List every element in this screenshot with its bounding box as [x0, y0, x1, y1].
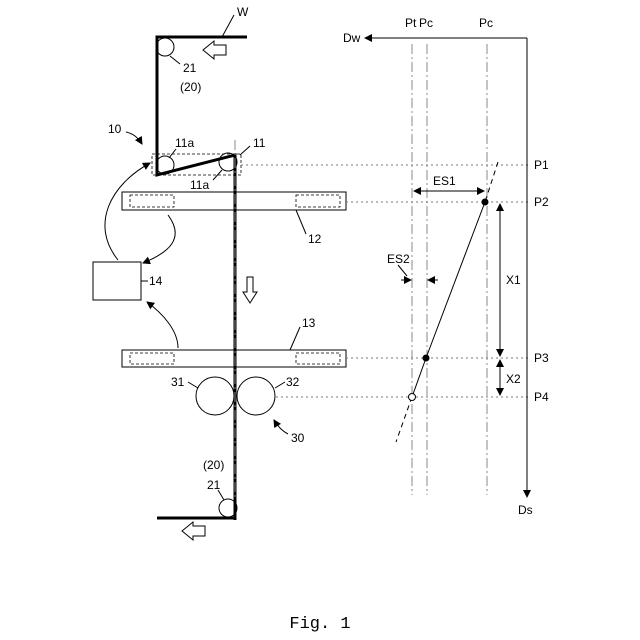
trajectory-ext-p3p4 [412, 358, 426, 397]
label-x2: X2 [506, 372, 521, 386]
point-p4 [409, 394, 416, 401]
sensor-13-element-right [296, 353, 340, 364]
leader-w [222, 15, 234, 37]
feed-arrow-top-icon [203, 41, 226, 59]
leader-32 [275, 382, 285, 388]
label-p3: P3 [534, 351, 549, 365]
sensor-12-element-left [130, 195, 174, 207]
label-controller-14: 14 [149, 274, 163, 288]
leader-10 [126, 132, 142, 144]
arrow-from-sensor-13 [147, 302, 178, 348]
label-web: W [237, 5, 249, 19]
label-roller-11a-bottom: 11a [190, 178, 209, 192]
leader-31 [188, 382, 198, 388]
leader-21-top [170, 56, 180, 64]
trajectory-ext-bottom [396, 397, 412, 442]
arrow-from-sensor-12 [143, 215, 175, 263]
label-sensor-12: 12 [308, 232, 322, 246]
label-pt: Pt [405, 16, 417, 30]
leader-30 [274, 420, 288, 434]
label-es2: ES2 [387, 252, 410, 266]
leader-13 [290, 327, 300, 350]
roller-21-top [156, 38, 174, 56]
conveying-direction-arrow-icon [243, 277, 257, 303]
label-axis-ds: Ds [518, 503, 533, 517]
leader-11 [240, 146, 250, 155]
label-sensor-13: 13 [302, 316, 316, 330]
label-conveyor-top: (20) [180, 80, 201, 94]
roll-32 [237, 377, 275, 415]
label-roller-11a-top: 11a [175, 136, 194, 150]
leader-es2 [398, 265, 407, 276]
label-axis-dw: Dw [343, 31, 361, 45]
label-es1: ES1 [433, 174, 456, 188]
graph [365, 38, 527, 497]
labels: W 21 (20) 10 11a 11 11a 12 14 13 31 32 3… [108, 5, 549, 634]
point-p3 [423, 355, 430, 362]
arrow-to-device-10 [105, 163, 150, 260]
label-p1: P1 [534, 158, 549, 172]
point-p2 [482, 199, 489, 206]
web-path-top [157, 37, 247, 520]
label-pc-right: Pc [479, 16, 493, 30]
sensor-13-element-left [130, 353, 174, 364]
figure-caption: Fig. 1 [289, 615, 350, 634]
label-roller-21-top: 21 [183, 61, 197, 75]
label-roll-32: 32 [286, 375, 300, 389]
feed-arrow-bottom-icon [182, 522, 205, 540]
label-guide-11: 11 [253, 136, 266, 150]
label-conveyor-bottom: (20) [203, 458, 224, 472]
controller-14 [93, 262, 141, 300]
label-p2: P2 [534, 195, 549, 209]
label-roll-unit-30: 30 [291, 431, 305, 445]
label-roller-21-bottom: 21 [207, 478, 221, 492]
leader-12 [296, 210, 306, 234]
roller-11a-top [156, 156, 174, 174]
label-x1: X1 [506, 273, 521, 287]
label-device-10: 10 [108, 122, 122, 136]
label-pc-left: Pc [419, 16, 433, 30]
roll-31 [196, 377, 234, 415]
label-roll-31: 31 [171, 375, 185, 389]
sensor-12-element-right [296, 195, 340, 207]
label-p4: P4 [534, 390, 549, 404]
leader-11a-top [169, 149, 176, 158]
